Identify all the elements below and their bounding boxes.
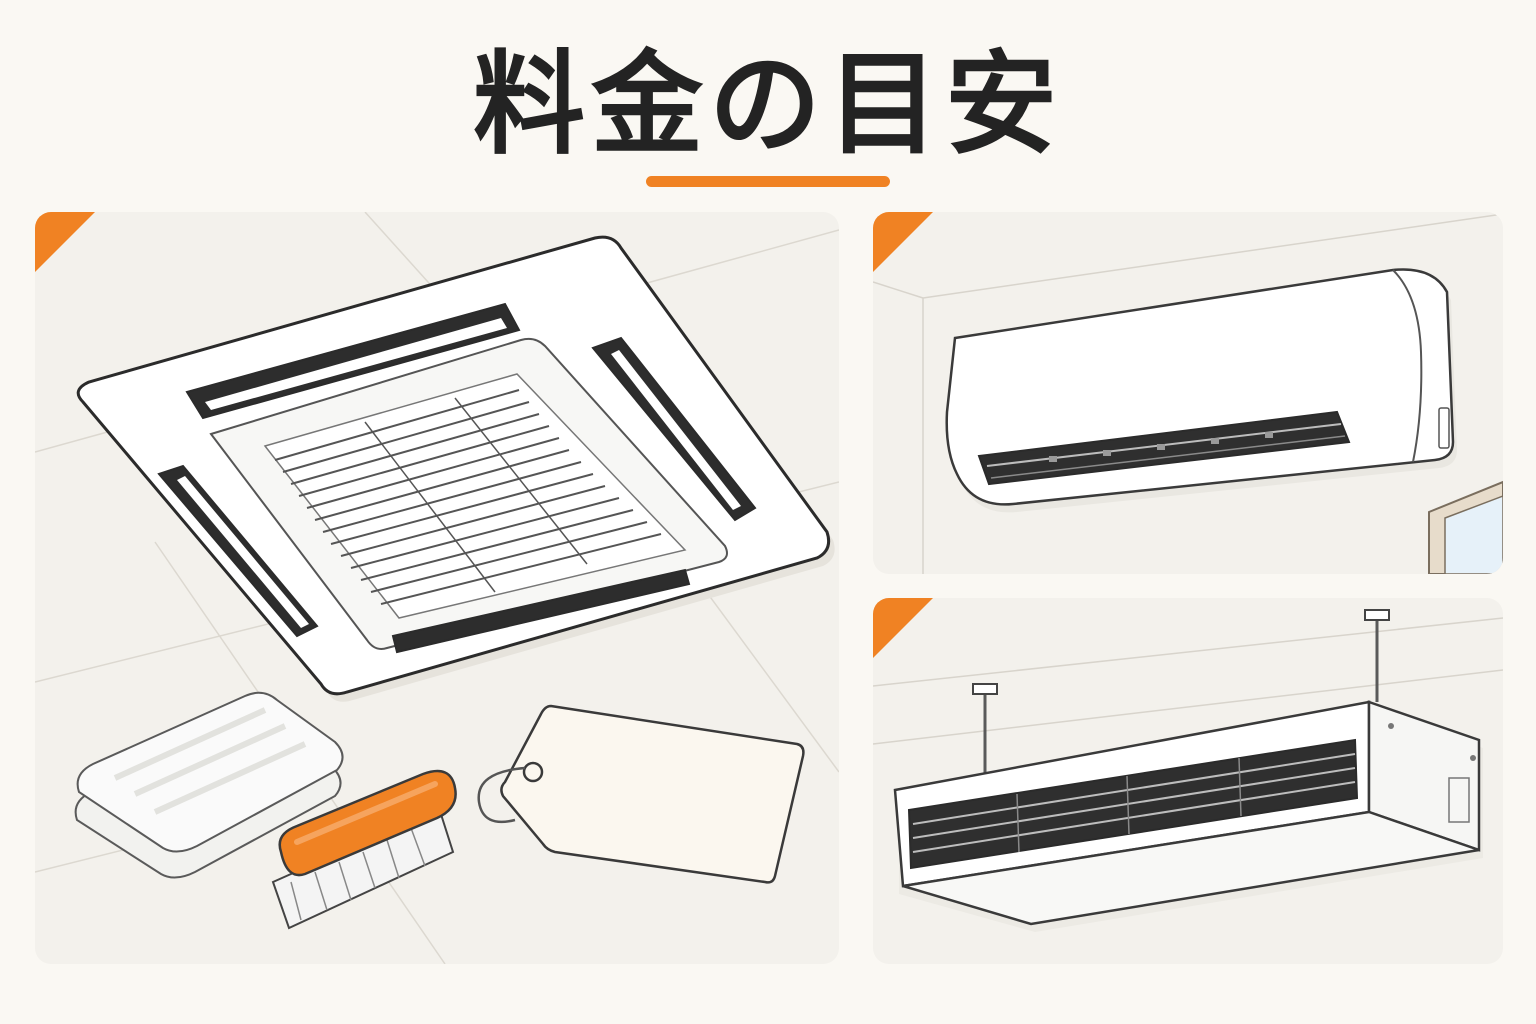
corner-accent xyxy=(873,598,933,658)
corner-accent xyxy=(873,212,933,272)
cassette-grille xyxy=(274,389,662,605)
price-tag-icon xyxy=(477,704,805,884)
window-icon xyxy=(1428,480,1503,574)
ceiling-cassette-ac-icon xyxy=(76,235,835,702)
wall-mounted-illustration xyxy=(873,212,1503,574)
page-title: 料金の目安 xyxy=(473,40,1063,170)
wall-mounted-ac-icon xyxy=(945,268,1457,513)
ceiling-lines xyxy=(873,617,1503,745)
room-lines xyxy=(873,213,1503,574)
wall-mounted-panel[interactable] xyxy=(873,212,1503,574)
brush-icon xyxy=(271,769,457,930)
ceiling-cassette-panel[interactable] xyxy=(35,212,839,964)
towel-icon xyxy=(74,691,344,879)
title-underline xyxy=(646,176,890,187)
ceiling-suspended-ac-icon xyxy=(893,609,1483,932)
ceiling-suspended-panel[interactable] xyxy=(873,598,1503,964)
ceiling-cassette-illustration xyxy=(35,212,839,964)
corner-accent xyxy=(35,212,95,272)
ceiling-suspended-illustration xyxy=(873,598,1503,932)
cassette-louver-highlights xyxy=(177,318,741,628)
